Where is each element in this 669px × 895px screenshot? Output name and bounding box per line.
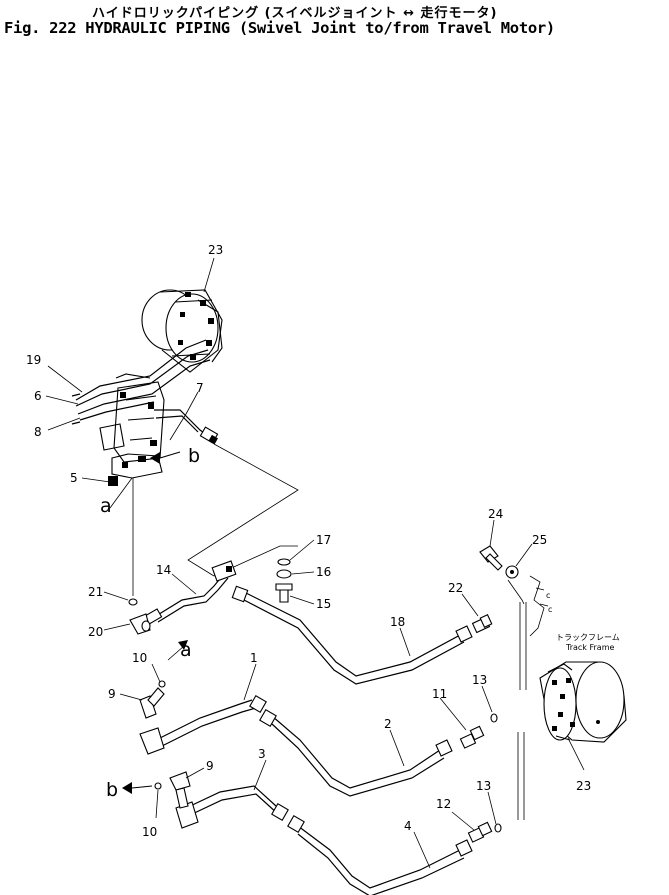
o-ring-21 [128, 598, 138, 606]
callout-19: 19 [26, 353, 41, 367]
callout-5: 5 [70, 471, 78, 485]
callout-25: 25 [532, 533, 547, 547]
track-frame-label-english: Track Frame [565, 643, 614, 652]
swivel-joint [99, 373, 165, 486]
callout-21: 21 [88, 585, 103, 599]
callout-7: 7 [196, 381, 204, 395]
callout-15: 15 [316, 597, 331, 611]
elbow-fitting-9-upper [139, 687, 165, 755]
track-frame-bracket: c c [529, 575, 552, 637]
callout-12: 12 [436, 797, 451, 811]
o-ring-13-upper [490, 713, 498, 723]
callout-13-lower: 13 [476, 779, 491, 793]
ref-letter-b-top: b [188, 445, 200, 467]
reference-arrows [122, 451, 188, 794]
callout-leaders [45, 257, 585, 869]
travel-motor-upper [141, 289, 223, 373]
callout-9-lower: 9 [206, 759, 214, 773]
pipe-bundle-19-6-8 [71, 339, 215, 441]
leader-routing-lines [132, 443, 527, 820]
callout-23-upper: 23 [208, 243, 223, 257]
svg-text:c: c [546, 591, 550, 600]
bolt-washer-15-16-17 [275, 558, 293, 603]
pipe-3 [185, 785, 289, 821]
callout-10-upper: 10 [132, 651, 147, 665]
elbow-fitting-9-lower [169, 771, 199, 829]
adapter-11 [459, 725, 485, 749]
callout-11: 11 [432, 687, 447, 701]
callout-6: 6 [34, 389, 42, 403]
figure-title-japanese: ハイドロリックパイピング (スイベルジョイント ↔ 走行モータ) [92, 6, 498, 21]
ref-letter-b-low: b [106, 779, 118, 801]
svg-text:c: c [548, 605, 552, 614]
callout-17: 17 [316, 533, 331, 547]
callout-24: 24 [488, 507, 503, 521]
pipe-4 [287, 815, 473, 895]
pipe-1 [159, 695, 267, 747]
ref-letter-a-top: a [100, 495, 112, 517]
elbow-fitting-20 [129, 613, 151, 635]
travel-motor-lower [539, 661, 627, 743]
callout-18: 18 [390, 615, 405, 629]
figure-title-english: Fig. 222 HYDRAULIC PIPING (Swivel Joint … [4, 19, 555, 37]
o-ring-10-lower [154, 782, 162, 790]
washer-25 [505, 565, 519, 579]
fitting-line-7 [199, 426, 219, 445]
callout-10-lower: 10 [142, 825, 157, 839]
callout-22: 22 [448, 581, 463, 595]
callout-20: 20 [88, 625, 103, 639]
track-frame-label-japanese: トラックフレーム [556, 633, 620, 642]
ref-letter-a-mid: a [180, 639, 192, 661]
callout-13-upper: 13 [472, 673, 487, 687]
pipe-2 [259, 709, 453, 797]
adapter-12 [467, 821, 493, 843]
callout-9-upper: 9 [108, 687, 116, 701]
callout-23-lower: 23 [576, 779, 591, 793]
callout-3: 3 [258, 747, 266, 761]
callout-4: 4 [404, 819, 412, 833]
o-ring-13-lower [494, 823, 502, 833]
adapter-22 [471, 614, 493, 634]
callout-14: 14 [156, 563, 171, 577]
pipe-18 [231, 585, 473, 685]
callout-16: 16 [316, 565, 331, 579]
callout-8: 8 [34, 425, 42, 439]
pipe-14 [144, 560, 237, 625]
bolt-24 [479, 545, 503, 571]
callout-1: 1 [250, 651, 258, 665]
o-ring-10-upper [158, 680, 166, 688]
callout-2: 2 [384, 717, 392, 731]
